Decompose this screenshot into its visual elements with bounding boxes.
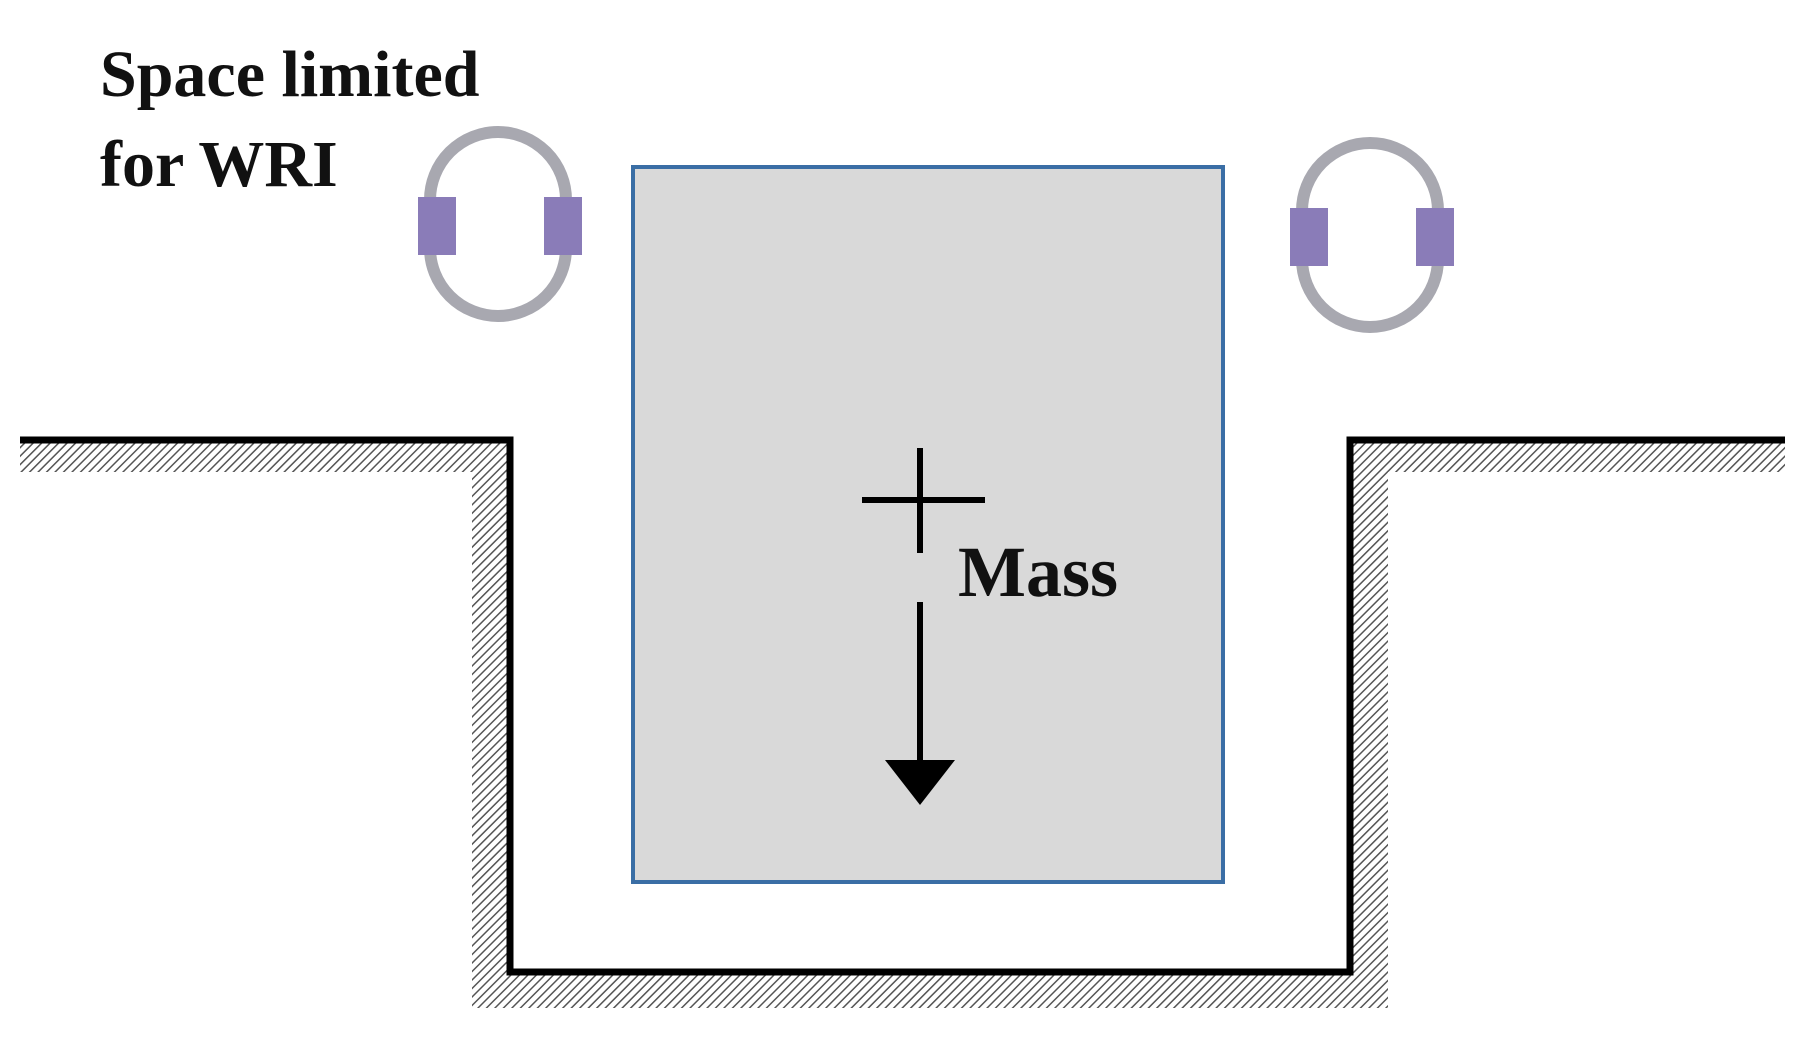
gravity-arrow-icon: [885, 602, 955, 805]
mass-label: Mass: [958, 532, 1118, 612]
wri-ring-icon: [1290, 137, 1454, 333]
space-label-line-1: Space limited: [100, 38, 479, 111]
space-label-line-2: for WRI: [100, 128, 338, 201]
center-of-mass-icon: [862, 448, 985, 553]
ground-hatching: [20, 440, 1785, 1008]
pit-outline: [20, 436, 1785, 976]
wri-ring-icon: [418, 126, 582, 322]
